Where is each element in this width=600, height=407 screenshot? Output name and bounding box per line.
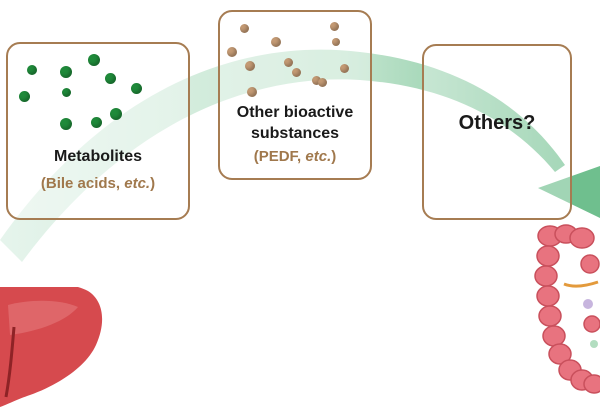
curved-arrow-body — [0, 49, 565, 262]
metabolites-subtitle-prefix: (Bile acids, — [40, 175, 125, 192]
bioactive-dot — [332, 38, 340, 46]
metabolite-dot — [60, 66, 72, 78]
metabolite-dot — [18, 90, 30, 102]
liver-icon — [0, 287, 103, 407]
others-box — [422, 44, 572, 220]
bioactive-dot — [239, 23, 249, 33]
metabolites-subtitle-suffix: ) — [150, 175, 156, 192]
intestine-icon — [534, 224, 600, 394]
bioactive-dot — [227, 47, 237, 57]
bioactive-dot — [283, 57, 293, 67]
bioactive-dot — [317, 77, 327, 87]
intestine-duct — [563, 280, 599, 288]
metabolite-dot — [90, 116, 102, 128]
metabolite-dot — [110, 108, 122, 120]
metabolite-dot — [104, 72, 116, 84]
bioactive-dot — [291, 67, 301, 77]
metabolite-dot — [61, 87, 71, 97]
metabolites-subtitle-italic: etc. — [124, 175, 151, 192]
bioactive-box — [218, 10, 372, 180]
bioactive-title-line1: Other bioactive — [236, 104, 354, 121]
bioactive-dot — [329, 21, 339, 31]
bioactive-title-line2: substances — [250, 125, 340, 142]
metabolites-subtitle: (Bile acids, etc.) — [6, 175, 190, 192]
liver-highlight — [8, 300, 78, 335]
bioactive-dot — [245, 61, 255, 71]
bioactive-dot — [271, 37, 281, 47]
metabolite-dot — [60, 118, 72, 130]
bioactive-subtitle: (PEDF, etc.) — [218, 148, 372, 165]
metabolites-title: Metabolites — [53, 148, 142, 165]
bioactive-subtitle-prefix: (PEDF, — [253, 148, 306, 165]
curved-arrow-head — [538, 166, 600, 218]
others-title: Others? — [458, 112, 536, 134]
metabolite-dot — [27, 65, 37, 75]
metabolite-dot — [88, 54, 100, 66]
bioactive-dot — [339, 63, 349, 73]
bioactive-subtitle-suffix: ) — [331, 148, 337, 165]
metabolite-dot — [130, 82, 142, 94]
metabolites-box — [6, 42, 190, 220]
liver-vein — [4, 326, 16, 398]
bioactive-subtitle-italic: etc. — [305, 148, 332, 165]
bioactive-dot — [247, 87, 257, 97]
bioactive-dot — [311, 75, 321, 85]
